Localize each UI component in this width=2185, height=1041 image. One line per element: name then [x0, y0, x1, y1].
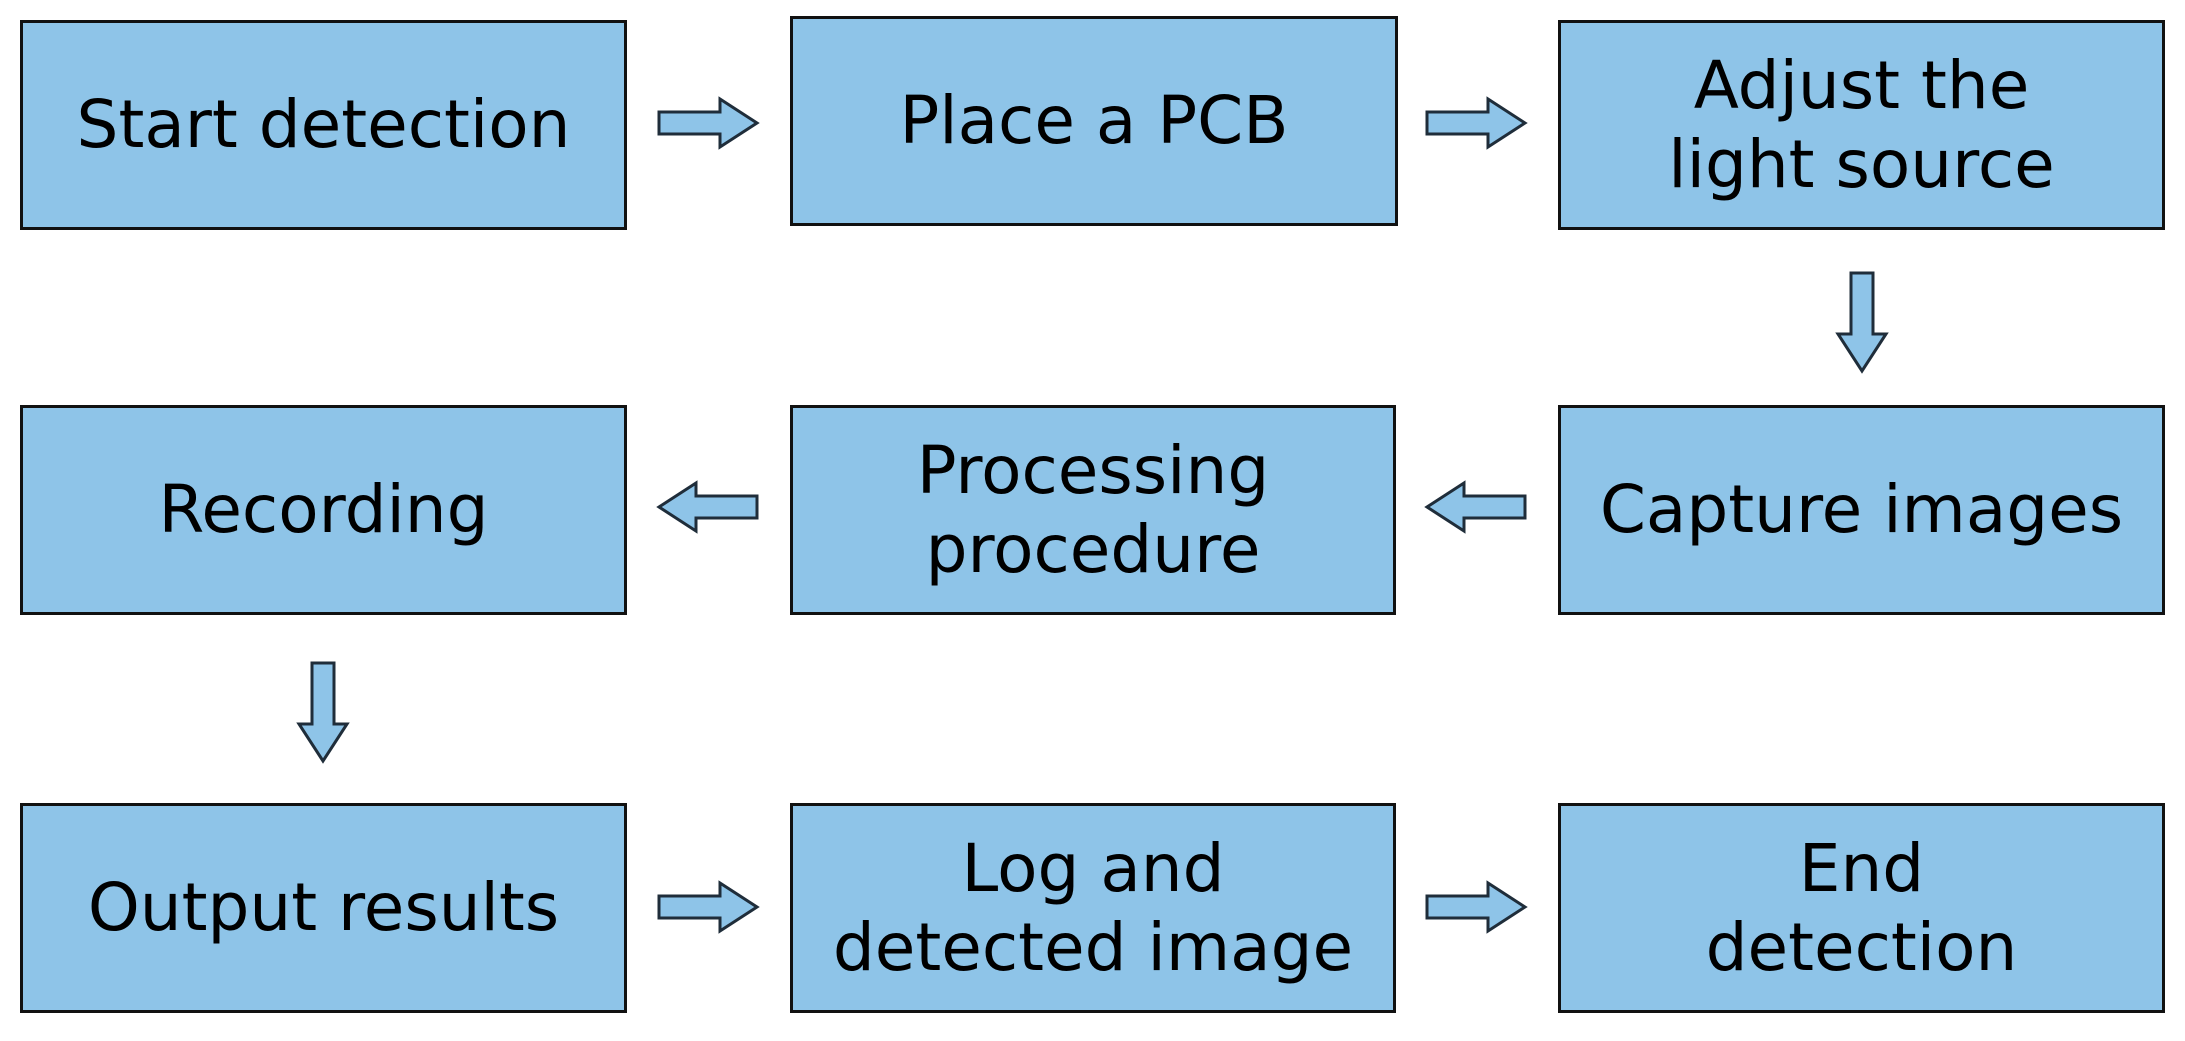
arrow-right-icon: [1424, 880, 1528, 934]
step-place-pcb-label: Place a PCB: [899, 82, 1289, 160]
arrow-left-icon: [1424, 480, 1528, 534]
step-place-pcb: Place a PCB: [790, 16, 1398, 226]
step-log-and-detected-image-label: Log and detected image: [832, 829, 1354, 986]
arrow-right-icon: [656, 880, 760, 934]
step-processing-procedure: Processing procedure: [790, 405, 1396, 615]
step-capture-images: Capture images: [1558, 405, 2165, 615]
step-adjust-light-source: Adjust the light source: [1558, 20, 2165, 230]
arrow-right-icon: [656, 96, 760, 150]
step-end-detection-label: End detection: [1705, 829, 2018, 986]
step-output-results-label: Output results: [87, 869, 560, 947]
step-log-and-detected-image: Log and detected image: [790, 803, 1396, 1013]
arrow-down-icon: [1835, 270, 1889, 374]
step-adjust-light-source-label: Adjust the light source: [1668, 46, 2055, 203]
arrow-left-icon: [656, 480, 760, 534]
arrow-right-icon: [1424, 96, 1528, 150]
step-capture-images-label: Capture images: [1599, 471, 2124, 549]
step-processing-procedure-label: Processing procedure: [916, 431, 1270, 588]
step-recording-label: Recording: [158, 471, 489, 549]
step-output-results: Output results: [20, 803, 627, 1013]
step-recording: Recording: [20, 405, 627, 615]
arrow-down-icon: [296, 660, 350, 764]
step-start-detection-label: Start detection: [76, 86, 571, 164]
step-end-detection: End detection: [1558, 803, 2165, 1013]
step-start-detection: Start detection: [20, 20, 627, 230]
